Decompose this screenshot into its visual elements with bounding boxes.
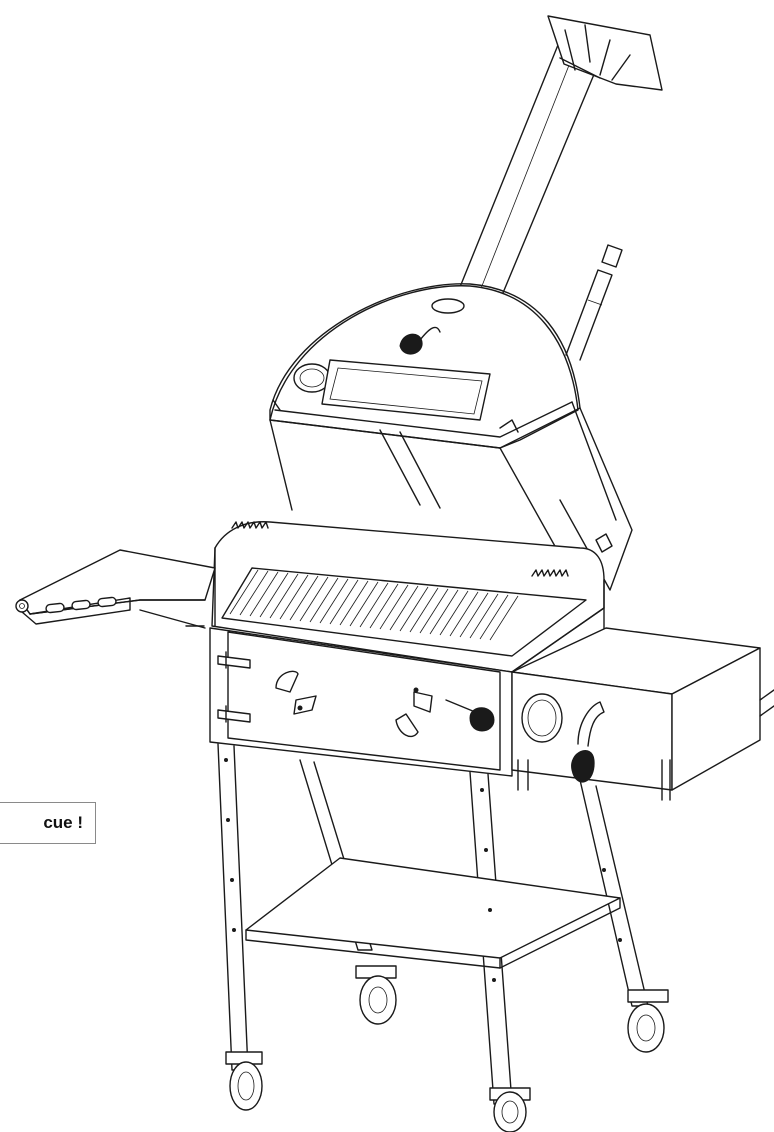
lid-sides [269,401,633,591]
callout-label: cue ! [0,802,96,844]
left-side-shelf [15,549,216,629]
rear-handle [565,244,623,361]
callout-text: cue ! [43,813,83,832]
cart-legs [217,743,649,1105]
casters [225,965,669,1132]
firebox [209,521,605,777]
chimney [457,15,663,301]
grill-lid [269,283,581,449]
right-side-box [511,627,774,801]
